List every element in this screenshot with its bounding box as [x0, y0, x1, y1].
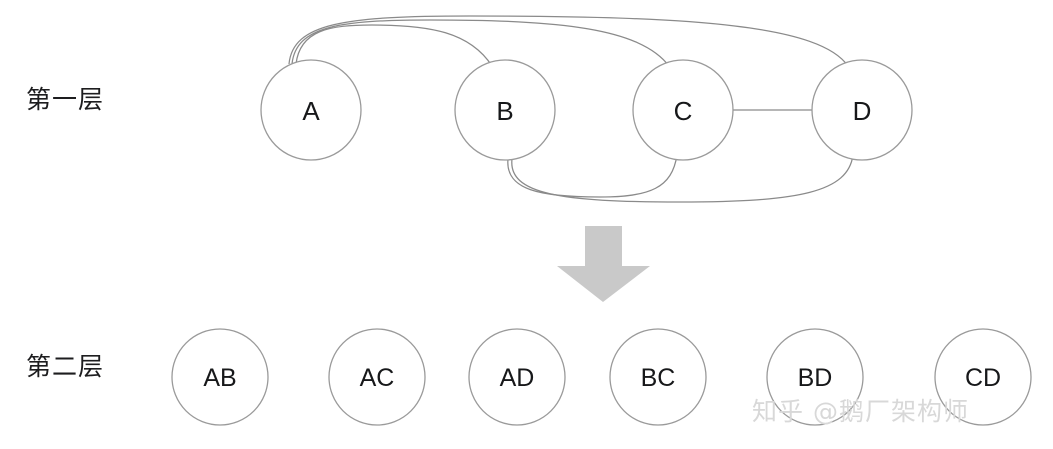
node-a-label: A [302, 96, 320, 126]
layer-two-label: 第二层 [26, 352, 105, 381]
node-bc-label: BC [641, 364, 676, 392]
node-cd[interactable] [934, 328, 1032, 426]
layer-one-label: 第一层 [26, 85, 105, 114]
node-a[interactable] [260, 59, 362, 161]
layer-one-edges [288, 15, 854, 203]
edge-b-c [507, 154, 678, 198]
edge-a-b [295, 24, 493, 67]
node-b[interactable] [454, 59, 556, 161]
edge-b-d [511, 154, 854, 203]
node-bc[interactable] [609, 328, 707, 426]
node-c-label: C [674, 96, 693, 126]
node-ab-label: AB [203, 364, 236, 392]
layer-one-nodes: A B C D [260, 59, 913, 161]
edge-a-c [291, 19, 670, 67]
node-bd-label: BD [798, 364, 833, 392]
down-arrow-icon [557, 226, 650, 302]
node-c[interactable] [632, 59, 734, 161]
layer-two-nodes: AB AC AD BC BD CD [171, 328, 1032, 426]
node-b-label: B [496, 96, 513, 126]
transform-arrow-group [557, 226, 650, 302]
node-bd[interactable] [766, 328, 864, 426]
node-ad-label: AD [500, 364, 535, 392]
node-d[interactable] [811, 59, 913, 161]
node-ac[interactable] [328, 328, 426, 426]
node-ad[interactable] [468, 328, 566, 426]
node-cd-label: CD [965, 364, 1001, 392]
edge-a-d [288, 15, 849, 67]
node-ab[interactable] [171, 328, 269, 426]
node-d-label: D [853, 96, 872, 126]
node-ac-label: AC [360, 364, 395, 392]
